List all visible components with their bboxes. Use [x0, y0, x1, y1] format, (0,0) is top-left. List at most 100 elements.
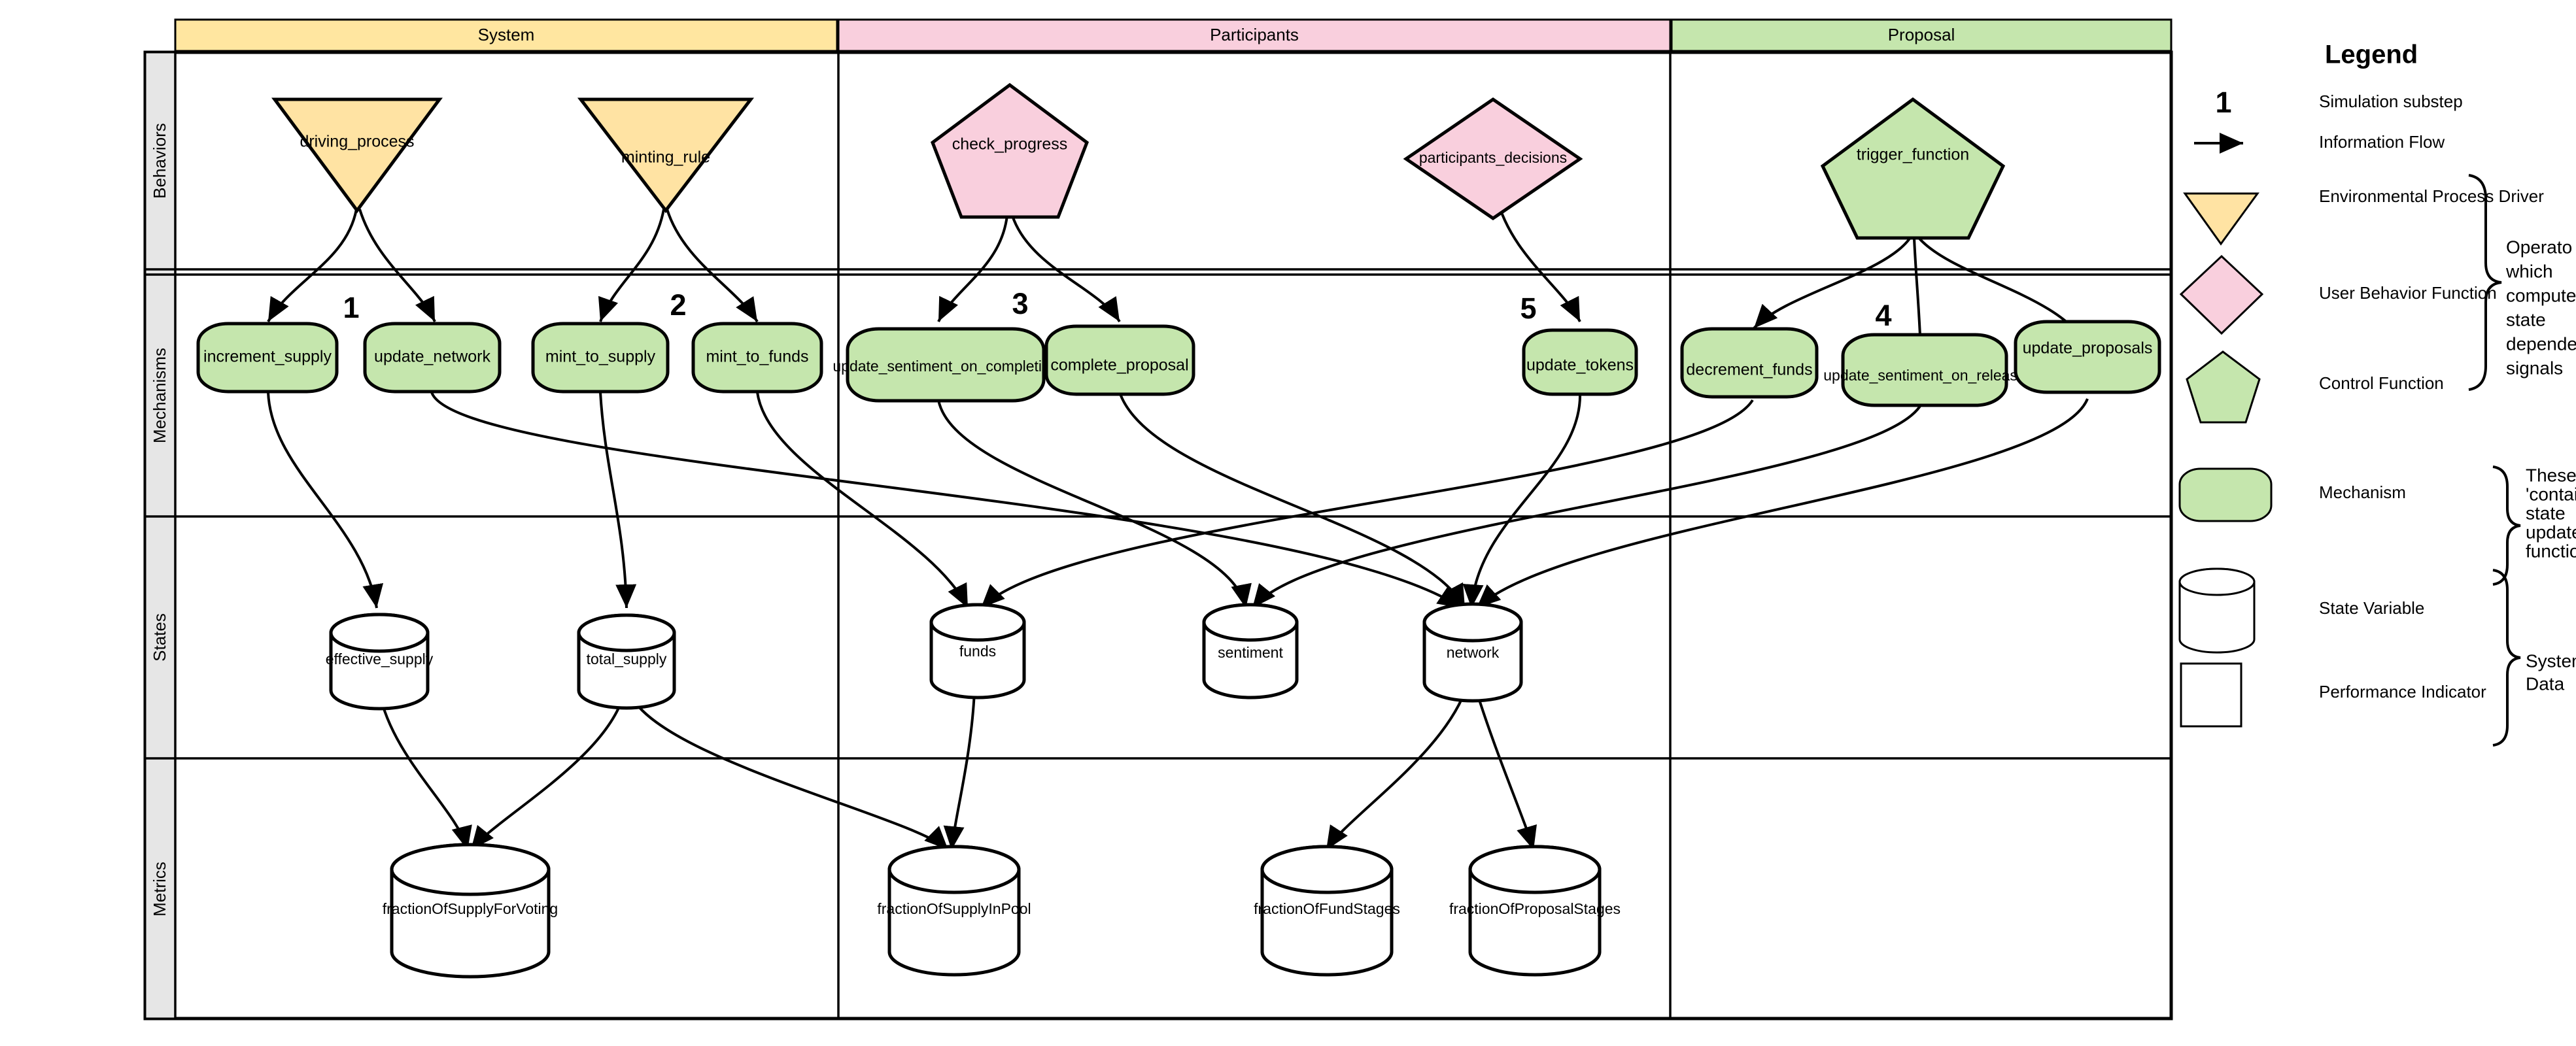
state-node-effective-supply-label: effective_supply: [326, 650, 434, 667]
row-label-mechanisms: Mechanisms: [150, 348, 169, 443]
legend-item-state-variable-label: State Variable: [2319, 598, 2424, 618]
edge-check-to-sentcompletion: [937, 215, 1008, 322]
row-label-band: [144, 51, 177, 1020]
legend-brace-system-data-line-0: System: [2526, 650, 2576, 671]
edge-network-to-fundstages: [1325, 691, 1466, 851]
edge-incrementsupply-to-effectivesupply: [267, 392, 384, 609]
state-node-funds[interactable]: funds: [929, 603, 1026, 700]
pentagon-icon: [2186, 350, 2261, 424]
metric-node-fraction-of-proposal-stages[interactable]: fractionOfProposalStages: [1449, 845, 1621, 977]
legend-item-information-flow-label: Information Flow: [2319, 132, 2445, 152]
edge-driving-to-updatenet: [358, 209, 436, 322]
metric-node-fraction-of-supply-in-pool-label: fractionOfSupplyInPool: [877, 900, 1031, 917]
row-label-states: States: [150, 613, 169, 662]
edge-minting-to-mintsupply: [598, 209, 665, 322]
legend-brace-operators-line-3: state: [2506, 309, 2546, 329]
edge-funds-to-supplyinpool: [943, 691, 976, 851]
edge-trigger-to-decrementfunds: [1753, 237, 1911, 329]
step-numbers: 1 2 3 5 4: [343, 287, 1891, 332]
behavior-node-driving-process[interactable]: driving_process: [271, 97, 443, 214]
behavior-node-minting-rule[interactable]: minting_rule: [577, 97, 755, 214]
legend-item-user-behavior-function-label: User Behavior Function: [2319, 283, 2497, 303]
mechanism-node-update-sentiment-on-completion[interactable]: update_sentiment_on_completion: [833, 327, 1059, 403]
square-icon: [2180, 662, 2242, 728]
legend-substep-number: 1: [2215, 86, 2231, 119]
legend-item-performance-indicator: Performance Indicator: [2180, 662, 2486, 728]
lane-header-participants-label: Participants: [1210, 25, 1299, 44]
mechanism-node-mint-to-funds[interactable]: mint_to_funds: [691, 322, 823, 394]
step-number-4: 4: [1875, 299, 1891, 332]
grid-frame: [143, 50, 2173, 1021]
legend-brace-mechanisms-line-4: functions: [2526, 541, 2576, 561]
edge-updatetokens-to-network: [1462, 392, 1582, 609]
legend-item-information-flow: Information Flow: [2194, 132, 2445, 154]
edge-decrementfunds-to-funds: [980, 399, 1754, 609]
metrics-row: fractionOfSupplyForVoting fractionOfSupp…: [383, 843, 1621, 979]
legend-brace-mechanisms-line-0: These: [2526, 465, 2576, 485]
mechanism-node-complete-proposal-label: complete_proposal: [1050, 356, 1188, 375]
behavior-node-check-progress-label: check_progress: [952, 135, 1067, 154]
legend-brace-operators-line-5: signals: [2506, 358, 2563, 378]
edge-updateproposals-to-network: [1475, 398, 2089, 609]
triangle-down-icon: [2183, 192, 2259, 246]
legend-item-environmental-process-driver-label: Environmental Process Driver: [2319, 186, 2544, 206]
metric-node-fraction-of-proposal-stages-label: fractionOfProposalStages: [1449, 900, 1621, 917]
mechanism-node-update-tokens-label: update_tokens: [1526, 356, 1634, 375]
metric-node-fraction-of-fund-stages-label: fractionOfFundStages: [1254, 900, 1400, 917]
step-number-2: 2: [670, 288, 686, 322]
flow-edges: [267, 195, 2089, 851]
mechanism-node-mint-to-supply-label: mint_to_supply: [545, 348, 656, 366]
lane-header-proposal-label: Proposal: [1888, 25, 1955, 44]
legend-brace-operators-line-2: compute: [2506, 285, 2576, 305]
state-node-total-supply[interactable]: total_supply: [577, 613, 676, 710]
legend-brace-operators-line-1: which: [2505, 261, 2553, 281]
mechanisms-row: increment_supply update_network mint_to_…: [196, 320, 2161, 407]
lane-header-system-label: System: [478, 25, 535, 44]
legend-panel: Legend 1 Simulation substep Information …: [2178, 41, 2576, 747]
legend-brace-system-data: System Data: [2492, 569, 2576, 747]
metric-node-fraction-of-supply-for-voting[interactable]: fractionOfSupplyForVoting: [383, 843, 558, 979]
row-label-metrics: Metrics: [150, 862, 169, 917]
legend-item-control-function: Control Function: [2186, 350, 2444, 424]
state-node-effective-supply[interactable]: effective_supply: [326, 613, 434, 711]
step-number-3: 3: [1012, 287, 1028, 320]
behavior-node-trigger-function[interactable]: trigger_function: [1820, 97, 2006, 240]
state-node-network-label: network: [1447, 644, 1500, 661]
state-node-total-supply-label: total_supply: [587, 650, 667, 667]
legend-item-environmental-process-driver: Environmental Process Driver: [2183, 186, 2544, 246]
mechanism-node-update-network-label: update_network: [374, 348, 490, 366]
mechanism-node-update-proposals[interactable]: update_proposals: [2014, 320, 2161, 394]
edge-sentrelease-to-sentiment: [1251, 403, 1923, 609]
behavior-node-driving-process-label: driving_process: [300, 133, 414, 151]
edge-driving-to-increment: [267, 209, 358, 322]
behavior-node-check-progress[interactable]: check_progress: [930, 82, 1090, 219]
metric-node-fraction-of-supply-for-voting-label: fractionOfSupplyForVoting: [383, 900, 558, 917]
mechanism-node-complete-proposal[interactable]: complete_proposal: [1044, 324, 1195, 396]
mechanism-node-update-tokens[interactable]: update_tokens: [1522, 328, 1638, 396]
edge-mintsupply-to-totalsupply: [599, 392, 637, 609]
legend-item-user-behavior-function: User Behavior Function: [2179, 254, 2497, 335]
behavior-node-participants-decisions[interactable]: participants_decisions: [1403, 97, 1583, 221]
mechanism-node-increment-supply[interactable]: increment_supply: [196, 322, 339, 394]
metric-node-fraction-of-fund-stages[interactable]: fractionOfFundStages: [1254, 845, 1400, 977]
behavior-node-minting-rule-label: minting_rule: [621, 148, 710, 167]
edge-sentcompletion-to-sentiment: [937, 399, 1252, 609]
state-node-sentiment-label: sentiment: [1218, 644, 1283, 661]
mechanism-node-decrement-funds[interactable]: decrement_funds: [1680, 327, 1819, 399]
mechanism-node-mint-to-supply[interactable]: mint_to_supply: [531, 322, 670, 394]
metric-node-fraction-of-supply-in-pool[interactable]: fractionOfSupplyInPool: [877, 845, 1031, 977]
state-node-network[interactable]: network: [1422, 602, 1523, 703]
legend-item-mechanism: Mechanism: [2178, 467, 2406, 522]
lane-header-participants: [837, 18, 1672, 52]
behaviors-row: driving_process minting_rule check_progr…: [271, 82, 2006, 240]
legend-item-simulation-substep: 1 Simulation substep: [2215, 86, 2462, 119]
lane-header-system: [174, 18, 838, 52]
edge-totalsupply-to-supplyinpool: [628, 691, 950, 851]
mechanism-node-update-network[interactable]: update_network: [363, 322, 502, 394]
state-node-funds-label: funds: [959, 643, 996, 660]
behavior-node-trigger-function-label: trigger_function: [1857, 146, 1969, 164]
state-node-sentiment[interactable]: sentiment: [1202, 603, 1299, 700]
mechanism-node-update-sentiment-on-release[interactable]: update_sentiment_on_release: [1823, 333, 2026, 407]
mechanism-node-decrement-funds-label: decrement_funds: [1686, 361, 1812, 379]
